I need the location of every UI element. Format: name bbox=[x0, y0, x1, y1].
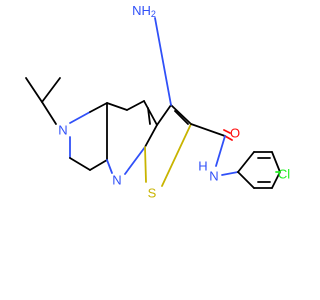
pyridine-bond bbox=[126, 100, 145, 111]
isopropyl-n-bond bbox=[41, 101, 57, 125]
amide-n-label: N bbox=[209, 169, 218, 184]
pyridine-double-bond bbox=[147, 107, 151, 125]
pyridine-n-label: N bbox=[112, 173, 121, 188]
oxygen-atom-label: O bbox=[230, 126, 240, 141]
chlorine-atom-label: Cl bbox=[278, 167, 290, 182]
ring-n-label: N bbox=[58, 123, 67, 138]
pyridine-bond bbox=[124, 146, 146, 175]
carbonyl-double-bond bbox=[223, 129, 231, 134]
isopropyl-bond bbox=[25, 77, 43, 103]
molecule-structure-diagram: NH2 O H N S N N Cl bbox=[25, 3, 290, 201]
pyridine-bond bbox=[143, 100, 158, 126]
phenyl-bond bbox=[237, 171, 255, 189]
amino-bond bbox=[154, 17, 172, 106]
phenyl-bond bbox=[271, 171, 281, 189]
thiophene-bond bbox=[170, 104, 192, 125]
amide-c-bond bbox=[190, 123, 226, 137]
pyridine-bond bbox=[106, 159, 113, 174]
amino-label: NH2 bbox=[132, 3, 156, 20]
ring-bond bbox=[89, 159, 108, 171]
thiophene-bond bbox=[161, 123, 192, 187]
amide-h-label: H bbox=[198, 159, 207, 174]
isopropyl-bond bbox=[41, 77, 61, 103]
ring-bond bbox=[69, 111, 91, 124]
thiophene-bond bbox=[144, 146, 147, 183]
ring-bond bbox=[89, 102, 108, 113]
ring-bond bbox=[69, 157, 91, 171]
pyridine-bond bbox=[106, 102, 128, 111]
thiophene-double-bond bbox=[174, 110, 189, 125]
bond-lines bbox=[25, 17, 281, 189]
amide-n-bond bbox=[215, 135, 226, 167]
pyridine-bond bbox=[144, 124, 158, 148]
thiophene-bond bbox=[156, 104, 172, 126]
carbonyl-bond bbox=[224, 135, 233, 141]
aryl-n-bond bbox=[221, 171, 239, 176]
sulfur-atom-label: S bbox=[148, 186, 157, 201]
phenyl-bond bbox=[237, 151, 255, 173]
phenyl-bond bbox=[271, 151, 281, 173]
